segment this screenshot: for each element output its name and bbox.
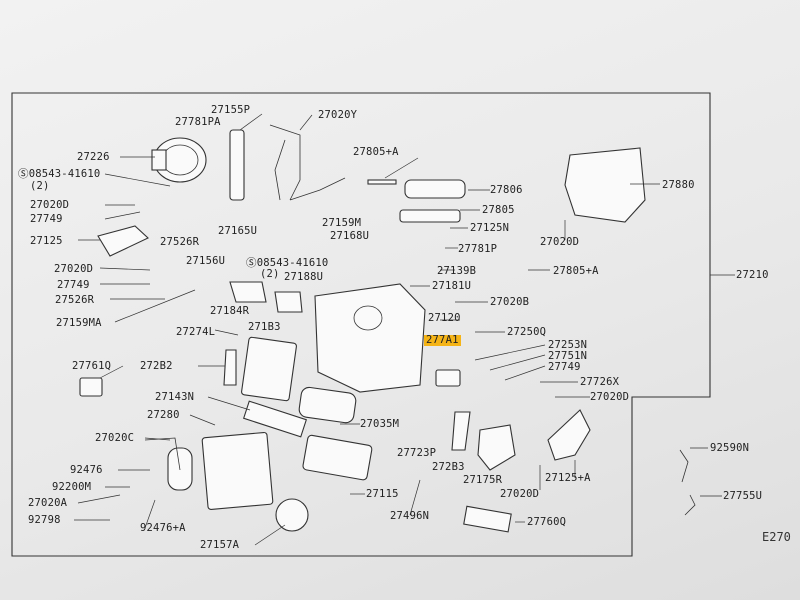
part-label[interactable]: 272B2	[140, 360, 173, 372]
part-label[interactable]: Ⓢ08543-41610	[18, 168, 101, 180]
part-label[interactable]: 27526R	[55, 294, 95, 306]
diagram-reference: E270	[762, 530, 791, 544]
part-label[interactable]: 27760Q	[527, 516, 567, 528]
part-label[interactable]: 27181U	[432, 280, 472, 292]
pipe-part	[679, 449, 689, 483]
part-label[interactable]: 271B3	[248, 321, 281, 333]
part-label: (2)	[260, 268, 280, 280]
blower-motor-part	[151, 137, 207, 183]
pipe-connector-part	[144, 437, 181, 471]
part-label[interactable]: Ⓢ08543-41610	[246, 257, 329, 269]
part-label-highlighted[interactable]: 277A1	[424, 334, 461, 346]
part-label[interactable]: 27751N	[548, 350, 588, 362]
part-label[interactable]: 27035M	[360, 418, 400, 430]
part-label[interactable]: 27749	[30, 213, 63, 225]
bracket-part	[451, 411, 471, 451]
main-unit-part	[314, 283, 426, 393]
part-label[interactable]: 27805	[482, 204, 515, 216]
intake-housing-part	[564, 147, 646, 223]
part-label[interactable]: 27020B	[490, 296, 530, 308]
frame-label: 27210	[736, 269, 769, 281]
wiring-harness-part	[269, 124, 346, 201]
part-label[interactable]: 27250Q	[507, 326, 547, 338]
part-label[interactable]: 27020D	[540, 236, 580, 248]
part-label[interactable]: 27139B	[437, 265, 477, 277]
part-label[interactable]: 27188U	[284, 271, 324, 283]
part-label[interactable]: 27020C	[95, 432, 135, 444]
part-label[interactable]: 27020Y	[318, 109, 358, 121]
part-label[interactable]: 27749	[548, 361, 581, 373]
part-label[interactable]: 27157A	[200, 539, 240, 551]
flap-part	[229, 129, 245, 201]
part-label[interactable]: 27125N	[470, 222, 510, 234]
heater-part	[302, 434, 373, 481]
part-label[interactable]: 27781P	[458, 243, 498, 255]
part-label[interactable]: 27115	[366, 488, 399, 500]
part-label[interactable]: 92476+A	[140, 522, 186, 534]
seal-part-2	[399, 209, 461, 223]
part-label[interactable]: 27020D	[500, 488, 540, 500]
part-label[interactable]: 27781PA	[175, 116, 221, 128]
part-label[interactable]: 27168U	[330, 230, 370, 242]
duct-part	[97, 225, 149, 257]
duct-125a-part	[547, 409, 591, 461]
part-label[interactable]: 27125+A	[545, 472, 591, 484]
evaporator-part	[201, 431, 274, 510]
part-label[interactable]: 27749	[57, 279, 90, 291]
pipe-part-2	[684, 494, 696, 516]
part-label[interactable]: 27280	[147, 409, 180, 421]
part-label[interactable]: 27880	[662, 179, 695, 191]
actuator-part	[435, 369, 461, 387]
part-label[interactable]: 27805+A	[553, 265, 599, 277]
part-label[interactable]: 27143N	[155, 391, 195, 403]
part-label[interactable]: 27726X	[580, 376, 620, 388]
filter-part	[242, 400, 308, 438]
part-label[interactable]: 27120	[428, 312, 461, 324]
part-label[interactable]: 92590N	[710, 442, 750, 454]
control-module-part	[463, 505, 512, 533]
part-label[interactable]: 27253N	[548, 339, 588, 351]
part-label[interactable]: 27526R	[160, 236, 200, 248]
seal-274l-part	[223, 349, 237, 386]
part-label[interactable]: 27159MA	[56, 317, 102, 329]
part-label[interactable]: 27226	[77, 151, 110, 163]
part-label[interactable]: 92798	[28, 514, 61, 526]
part-label[interactable]: 27805+A	[353, 146, 399, 158]
part-label[interactable]: 27156U	[186, 255, 226, 267]
resistor-part	[79, 377, 103, 397]
part-label[interactable]: 92476	[70, 464, 103, 476]
duct-part-2	[229, 281, 267, 303]
part-label[interactable]: 27020A	[28, 497, 68, 509]
part-label[interactable]: 27020D	[54, 263, 94, 275]
part-label[interactable]: 27175R	[463, 474, 503, 486]
part-label[interactable]: 27125	[30, 235, 63, 247]
part-label[interactable]: 27159M	[322, 217, 362, 229]
screw-icon: Ⓢ	[246, 257, 257, 269]
diagram-frame	[11, 92, 711, 557]
part-label[interactable]: 27496N	[390, 510, 430, 522]
part-label[interactable]: 27274L	[176, 326, 216, 338]
seal-part	[404, 179, 466, 199]
duct-175r-part	[477, 424, 516, 471]
part-label[interactable]: 27723P	[397, 447, 437, 459]
part-label[interactable]: 27165U	[218, 225, 258, 237]
part-label[interactable]: 27184R	[210, 305, 250, 317]
part-label[interactable]: 27806	[490, 184, 523, 196]
strip-part	[367, 179, 397, 185]
screw-icon: Ⓢ	[18, 168, 29, 180]
part-label[interactable]: 27761Q	[72, 360, 112, 372]
motor-cap-part	[275, 498, 309, 532]
part-label: (2)	[30, 180, 50, 192]
part-label[interactable]: 27155P	[211, 104, 251, 116]
duct-part-3	[274, 291, 303, 313]
heater-core-part	[241, 336, 297, 402]
part-label[interactable]: 27020D	[30, 199, 70, 211]
part-label[interactable]: 92200M	[52, 481, 92, 493]
gasket-part	[298, 386, 357, 424]
part-label[interactable]: 27755U	[723, 490, 763, 502]
part-label[interactable]: 27020D	[590, 391, 630, 403]
part-label[interactable]: 272B3	[432, 461, 465, 473]
